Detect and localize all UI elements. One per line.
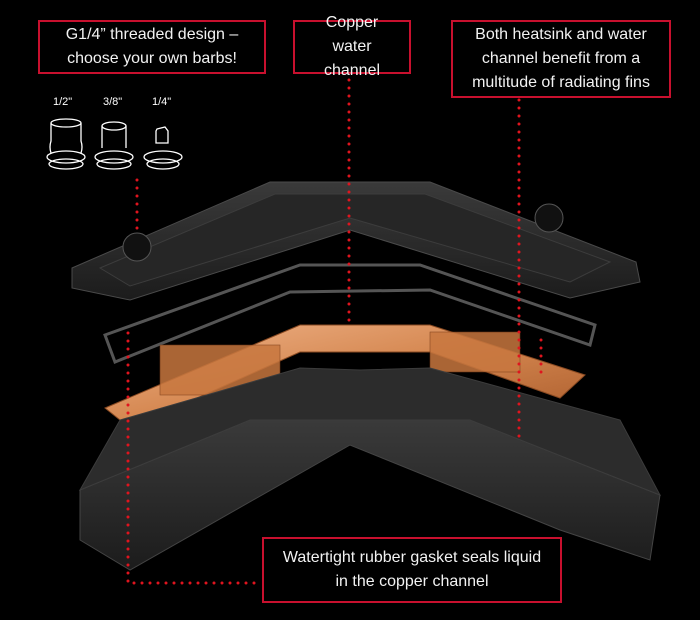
leader-lines: [126, 78, 543, 585]
barb-three-eighths-icon: [94, 121, 134, 170]
copper-water-channel: [104, 324, 586, 429]
barb-size-label: 1/4": [152, 96, 172, 108]
callout-radiating-fins: Both heatsink and water channel benefit …: [451, 20, 671, 98]
barb-half-inch-icon: [46, 118, 86, 170]
callout-copper-channel: Copper water channel: [293, 14, 411, 79]
rubber-gasket: [103, 263, 597, 364]
barb-size-label: 3/8": [103, 96, 123, 108]
top-cover-plate: [71, 181, 641, 301]
callout-threaded-design: G1/4” threaded design – choose your own …: [38, 20, 266, 74]
barb-size-label: 1/2": [53, 96, 73, 108]
heatsink-base: [78, 367, 662, 571]
barb-quarter-inch-icon: [143, 126, 183, 170]
barb-fittings-icon: [46, 118, 183, 170]
callout-rubber-gasket: Watertight rubber gasket seals liquid in…: [262, 537, 562, 603]
